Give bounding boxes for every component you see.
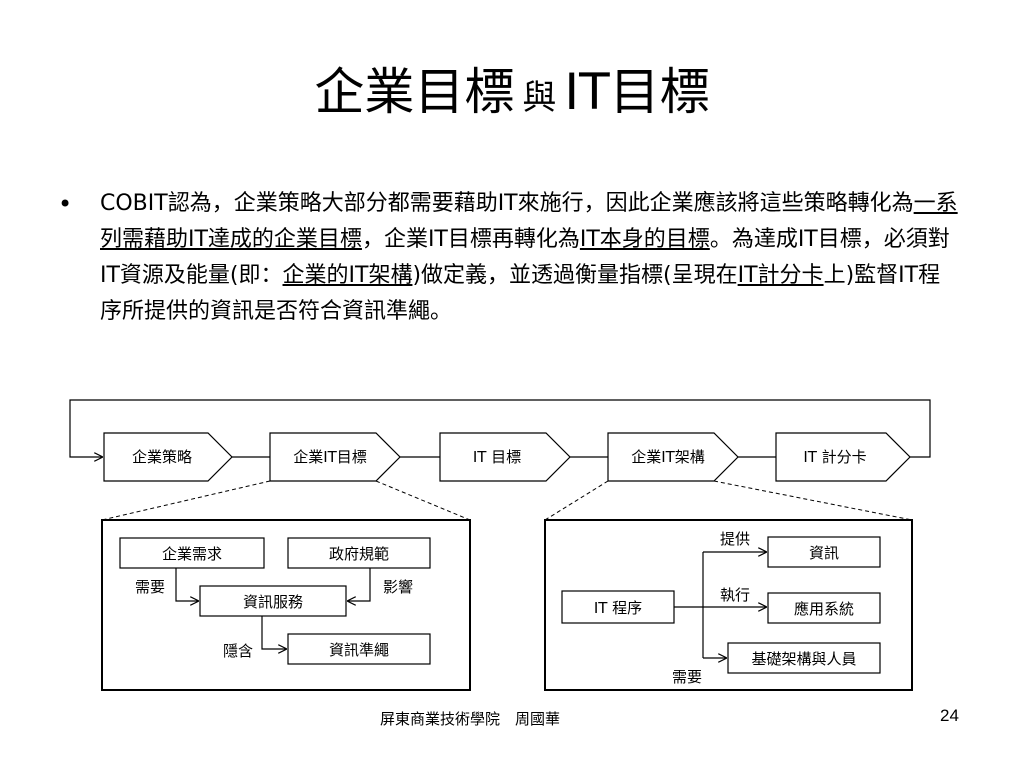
title-part-1: 企業目標	[314, 63, 515, 121]
chain-label-it-scorecard: IT 計分卡	[803, 448, 866, 466]
chain-shape-it-goals	[439, 432, 571, 482]
zoom-line-right-b	[713, 480, 913, 521]
body-underline-3: 企業的IT架構	[282, 263, 413, 288]
chain-shape-enterprise-it-architecture	[607, 432, 739, 482]
box-government-regulation	[287, 537, 431, 569]
chain-label-enterprise-strategy: 企業策略	[132, 448, 192, 466]
box-it-process-label: IT 程序	[594, 599, 642, 617]
body-segment-3: 。為達成IT目標，必須對IT資源及能量(即：	[100, 227, 950, 288]
box-it-process	[561, 590, 675, 624]
box-government-regulation-label: 政府規範	[329, 545, 389, 563]
label-need-right: 需要	[672, 668, 702, 686]
body-segment-5: 上)監督IT程序所提供的資訊是否符合資訊準繩。	[100, 263, 941, 324]
chain-label-enterprise-it-goals: 企業IT目標	[293, 448, 367, 466]
feedback-loop-line	[69, 399, 931, 457]
body-underline-4: IT計分卡	[737, 263, 824, 288]
label-execute: 執行	[720, 586, 750, 604]
arrow-services-to-criteria	[261, 616, 286, 649]
bullet-text: COBIT認為，企業策略大部分都需要藉助IT來施行，因此企業應該將這些策略轉化為…	[100, 186, 962, 330]
chain-label-it-goals: IT 目標	[473, 448, 521, 466]
chain-shape-enterprise-strategy	[103, 432, 233, 482]
footer-author: 屏東商業技術學院 周國華	[380, 710, 561, 728]
body-underline-1: 一系列需藉助IT達成的企業目標	[100, 191, 958, 252]
body-segment-2: ，企業IT目標再轉化為	[361, 227, 580, 252]
label-need-left: 需要	[135, 578, 165, 596]
title-part-3: IT目標	[564, 63, 710, 121]
label-provide: 提供	[720, 530, 750, 548]
box-infrastructure-people	[727, 642, 881, 674]
chain-label-enterprise-it-architecture: 企業IT架構	[631, 448, 705, 466]
box-infrastructure-people-label: 基礎架構與人員	[751, 650, 856, 668]
chain-shape-it-scorecard	[775, 432, 911, 482]
box-enterprise-needs	[119, 537, 265, 569]
zoom-line-left-b	[375, 480, 471, 521]
box-information-criteria	[287, 633, 431, 665]
chain-shape-enterprise-it-goals	[269, 432, 401, 482]
box-enterprise-needs-label: 企業需求	[162, 545, 222, 563]
zoom-line-right-a	[544, 480, 609, 521]
label-imply: 隱含	[223, 642, 253, 660]
arrow-needs-to-services	[175, 568, 198, 601]
title-part-2: 與	[522, 78, 557, 118]
box-applications	[767, 592, 881, 624]
page-number: 24	[940, 706, 959, 725]
box-information	[767, 536, 881, 568]
box-applications-label: 應用系統	[794, 600, 854, 618]
box-information-criteria-label: 資訊準繩	[329, 641, 389, 659]
body-segment-4: )做定義，並透過衡量指標(呈現在	[412, 263, 738, 288]
body-segment-1: COBIT認為，企業策略大部分都需要藉助IT來施行，因此企業應該將這些策略轉化為	[100, 191, 914, 216]
box-information-services-label: 資訊服務	[243, 593, 303, 611]
label-influence: 影響	[383, 578, 413, 596]
box-information-services	[199, 585, 347, 617]
arrow-regulation-to-services	[348, 568, 371, 601]
bullet-icon: •	[58, 190, 73, 218]
body-underline-2: IT本身的目標	[579, 227, 710, 252]
zoom-line-left-a	[101, 480, 271, 521]
box-information-label: 資訊	[809, 544, 839, 562]
